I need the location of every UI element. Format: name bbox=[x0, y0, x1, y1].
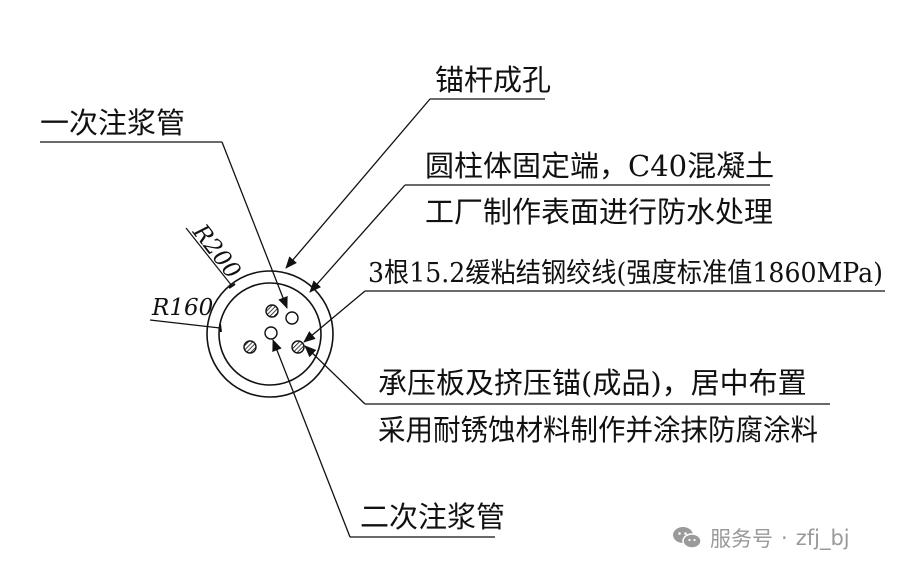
label-plate-line2: 采用耐锈蚀材料制作并涂抹防腐涂料 bbox=[378, 413, 818, 447]
label-secondary-grout-pipe: 二次注浆管 bbox=[360, 500, 505, 534]
label-anchor-hole: 锚杆成孔 bbox=[435, 63, 551, 97]
primary-grout-pipe-circle bbox=[285, 311, 299, 325]
inner-circle-r160 bbox=[218, 282, 322, 386]
leader-anchor-hole bbox=[285, 98, 431, 269]
watermark: 服务号 · zfj_bj bbox=[672, 520, 892, 556]
label-radius-inner: R160 bbox=[151, 295, 213, 321]
strand-2 bbox=[243, 340, 257, 354]
watermark-separator: · bbox=[781, 526, 788, 550]
watermark-account: zfj_bj bbox=[795, 526, 850, 550]
dim-line-r160 bbox=[149, 319, 221, 329]
label-strands: 3根15.2缓粘结钢绞线(强度标准值1860MPa) bbox=[368, 258, 883, 289]
strand-3 bbox=[291, 340, 305, 354]
strand-1 bbox=[265, 304, 279, 318]
leader-strands bbox=[303, 290, 366, 343]
dim-line-r200 bbox=[185, 227, 233, 287]
watermark-text: 服务号 bbox=[710, 527, 773, 551]
label-primary-grout-pipe: 一次注浆管 bbox=[40, 106, 185, 140]
label-cylinder-line2: 工厂制作表面进行防水处理 bbox=[425, 195, 773, 229]
leader-bearing-plate bbox=[304, 345, 366, 405]
label-radius-outer: R200 bbox=[187, 219, 246, 284]
label-cylinder-line1: 圆柱体固定端，C40混凝土 bbox=[425, 149, 774, 183]
leader-secondary-grout-pipe bbox=[272, 339, 351, 538]
leader-cylinder bbox=[309, 184, 406, 293]
leader-primary-grout-pipe bbox=[221, 141, 288, 309]
outer-circle-r200 bbox=[206, 270, 334, 398]
wechat-icon bbox=[672, 525, 702, 551]
secondary-grout-pipe-circle bbox=[264, 326, 278, 340]
label-plate-line1: 承压板及挤压锚(成品)，居中布置 bbox=[378, 366, 807, 400]
